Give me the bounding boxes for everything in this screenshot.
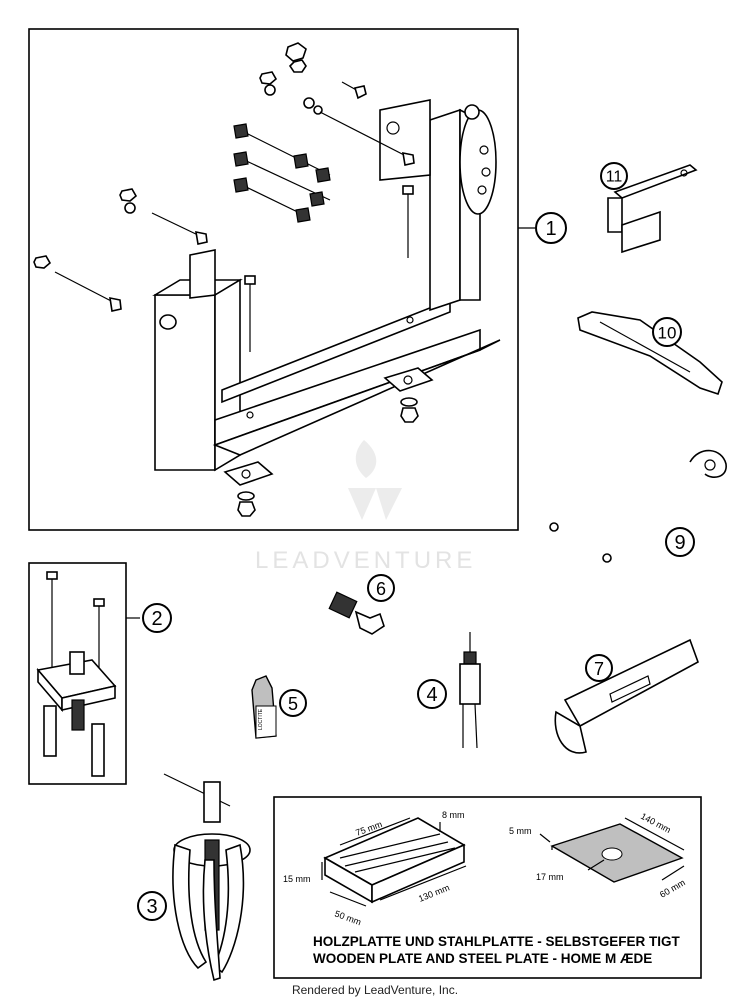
engine-stand — [152, 99, 501, 472]
wood-thickness-label: 8 mm — [442, 810, 465, 820]
main-assembly-frame — [28, 28, 519, 531]
wooden-plate — [321, 817, 467, 907]
bolt-set — [33, 42, 415, 352]
svg-text:4: 4 — [426, 684, 437, 706]
callout-10[interactable]: 10 — [652, 317, 682, 347]
part-5-loctite: LOCTITE — [251, 675, 277, 739]
callout-2[interactable]: 2 — [142, 603, 172, 633]
steel-hole-label: 17 mm — [536, 872, 564, 882]
part-2-frame — [28, 562, 127, 785]
callout-9[interactable]: 9 — [665, 527, 695, 557]
svg-text:7: 7 — [594, 659, 604, 679]
plate-note-english: WOODEN PLATE AND STEEL PLATE - HOME M ÆD… — [313, 951, 652, 966]
steel-thickness-label: 5 mm — [509, 826, 532, 836]
callout-11[interactable]: 11 — [600, 162, 628, 190]
svg-text:11: 11 — [606, 169, 623, 186]
svg-text:5: 5 — [288, 694, 298, 714]
callout-6[interactable]: 6 — [367, 574, 395, 602]
wood-depth-label: 130 mm — [417, 882, 451, 903]
plate-detail-frame — [273, 796, 702, 979]
svg-text:3: 3 — [146, 896, 157, 918]
svg-text:1: 1 — [545, 218, 556, 240]
svg-text:10: 10 — [658, 324, 677, 343]
callout-3[interactable]: 3 — [137, 891, 167, 921]
steel-plate — [539, 817, 685, 883]
callout-4[interactable]: 4 — [417, 679, 447, 709]
svg-text:9: 9 — [674, 532, 685, 554]
footer-credit: Rendered by LeadVenture, Inc. — [291, 983, 459, 997]
steel-width-label: 60 mm — [658, 877, 687, 899]
svg-text:LEADVENTURE: LEADVENTURE — [255, 547, 476, 574]
wood-width-label: 50 mm — [333, 908, 362, 927]
steel-length-label: 140 mm — [639, 811, 672, 835]
callout-1[interactable]: 1 — [535, 212, 567, 244]
plate-note-german: HOLZPLATTE UND STAHLPLATTE - SELBSTGEFER… — [313, 934, 680, 949]
svg-text:6: 6 — [376, 579, 386, 599]
part-9-pin-spanner — [549, 449, 727, 563]
wood-height-label: 15 mm — [283, 874, 311, 884]
part-11-hook-tool — [607, 164, 698, 254]
foot-plates — [223, 367, 434, 517]
callout-7[interactable]: 7 — [585, 654, 613, 682]
svg-text:2: 2 — [151, 608, 162, 630]
callout-5[interactable]: 5 — [279, 689, 307, 717]
part-7-hook-wrench — [554, 638, 699, 754]
part-10-feeler-blade — [577, 311, 723, 396]
part-3-jaw-puller — [163, 773, 251, 982]
part-2-puller-bar — [36, 571, 117, 777]
part-6-bolt — [328, 591, 385, 635]
leadventure-watermark: LEADVENTURE — [255, 440, 476, 574]
part-4-puller — [459, 632, 481, 749]
svg-text:LOCTITE: LOCTITE — [258, 708, 264, 730]
